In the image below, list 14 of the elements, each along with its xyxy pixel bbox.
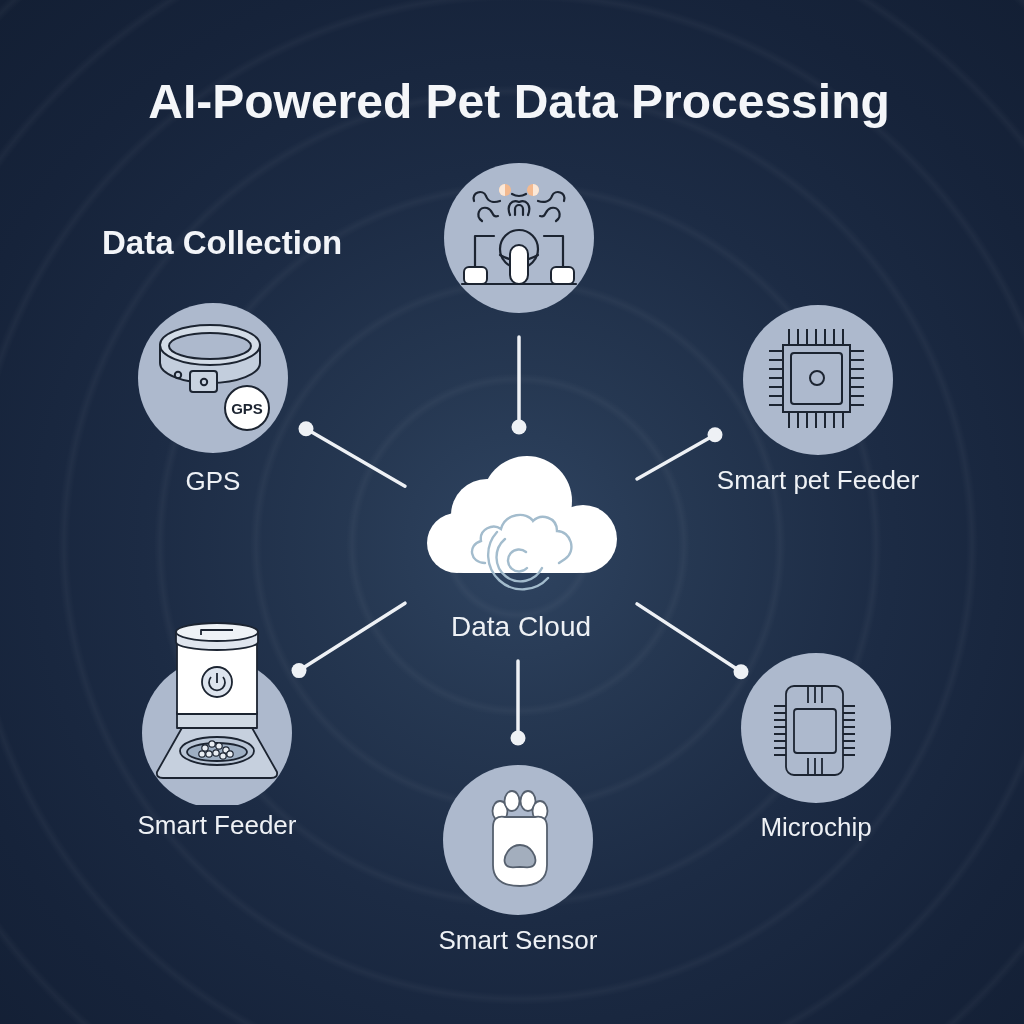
node-label: Microchip (760, 812, 872, 842)
connector-line (298, 421, 407, 488)
node-label: GPS (185, 466, 241, 496)
node-label: Smart pet Feeder (716, 465, 920, 495)
node-label: Data Cloud (450, 611, 592, 643)
diagram-title: AI-Powered Pet Data Processing (148, 74, 890, 130)
connector-line (291, 601, 407, 679)
section-label: Data Collection (102, 224, 343, 262)
connector-line (635, 427, 723, 481)
connector-line (510, 659, 526, 746)
node-label: Smart Feeder (137, 810, 297, 840)
connector-line (511, 335, 527, 435)
connector-line (635, 602, 749, 680)
node-label: Smart Sensor (438, 925, 598, 955)
